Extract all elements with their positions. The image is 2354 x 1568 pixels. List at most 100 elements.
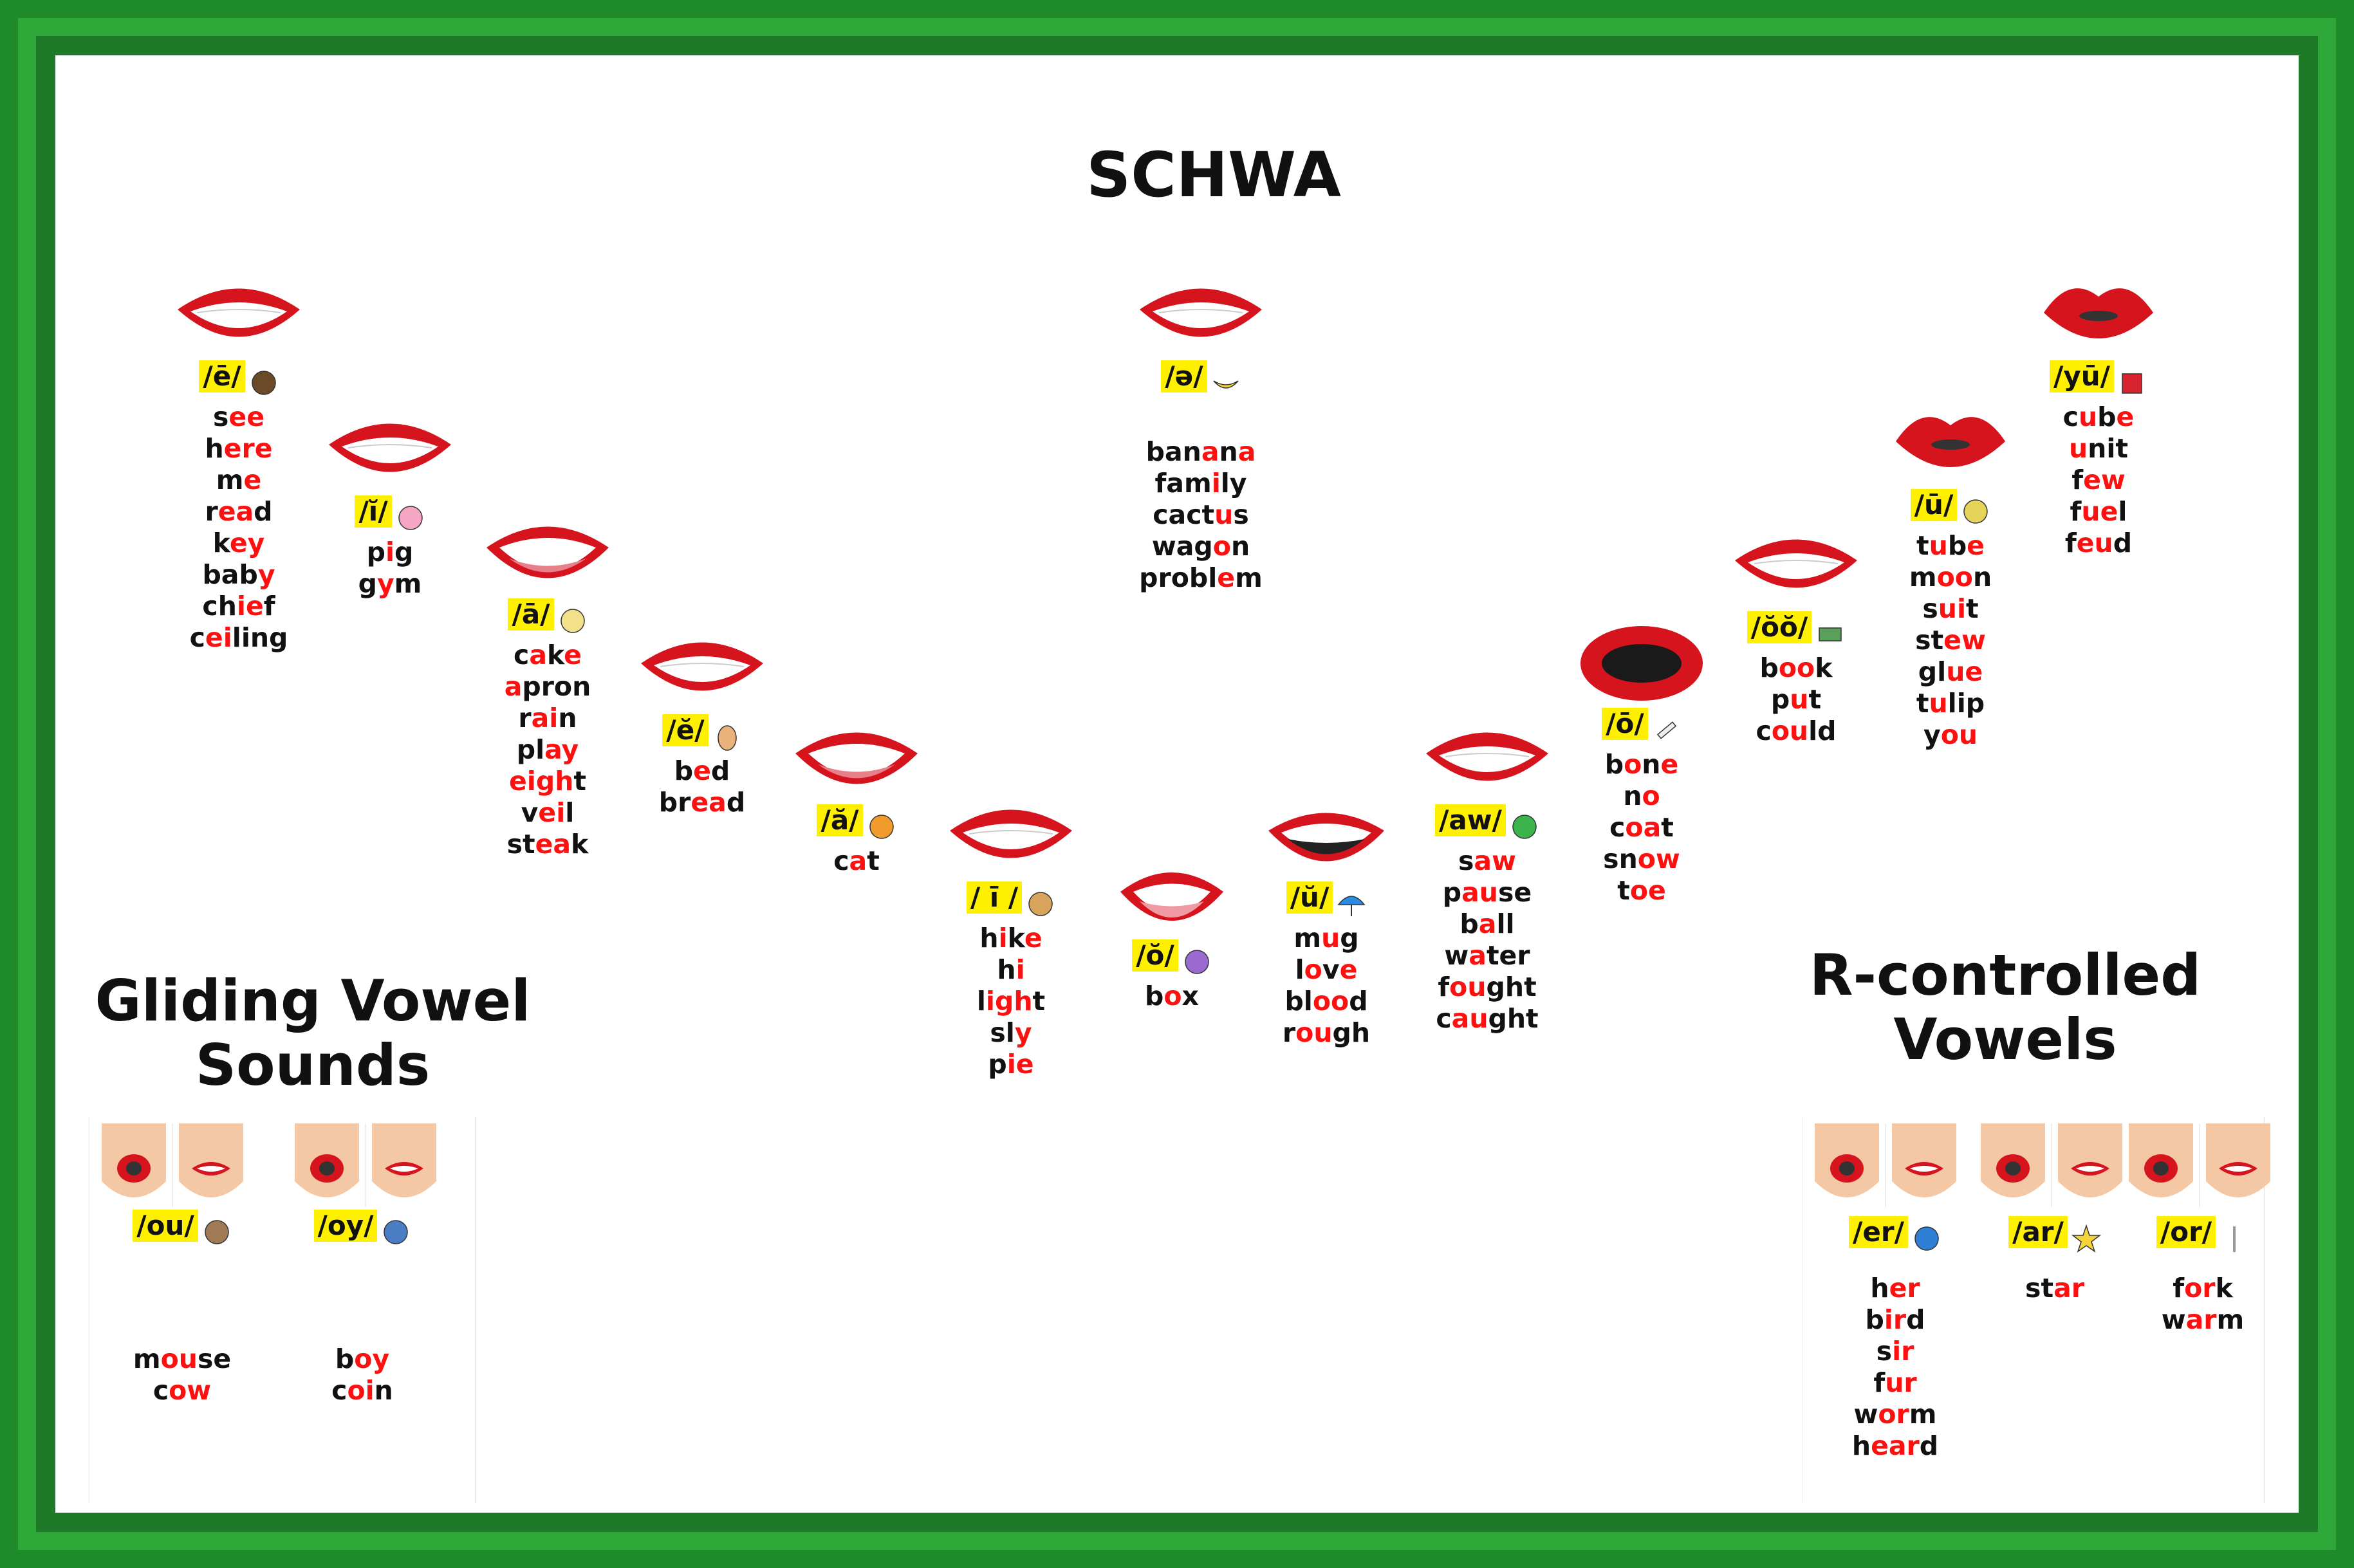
word-part: w <box>1853 1398 1878 1430</box>
word-part: ld <box>1808 715 1837 746</box>
sound-label-row: /ū/ <box>1877 489 2025 526</box>
mouth-icon <box>165 274 313 358</box>
word-vowel-part: ie <box>1006 1048 1034 1080</box>
word: boy <box>288 1343 436 1375</box>
word-part: x <box>1182 980 1199 1011</box>
word-part: b <box>1759 652 1779 683</box>
vowel-card-ar: /ar/star <box>1981 1213 2129 1304</box>
mouse-icon <box>198 1219 232 1244</box>
word-part: fam <box>1154 467 1212 499</box>
word: problem <box>1127 562 1275 594</box>
sound-label-row: /oy/ <box>288 1210 436 1247</box>
word-part: h <box>205 432 224 464</box>
word-vowel-part: u <box>2068 432 2088 464</box>
sound-label-row: /ar/ <box>1981 1216 2129 1253</box>
word: play <box>474 734 622 766</box>
word-part: d <box>1919 1430 1939 1461</box>
word-part: k <box>571 828 589 860</box>
word: bread <box>628 787 776 818</box>
ball-icon <box>1506 814 1539 839</box>
word-part: t <box>1916 530 1929 561</box>
word-part: c <box>1756 715 1772 746</box>
word-vowel-part: ir <box>1884 1304 1907 1335</box>
word-part: s <box>1458 845 1474 876</box>
word-vowel-part: e <box>1217 562 1236 593</box>
face-icon <box>288 1123 443 1210</box>
word-vowel-part: ew <box>1943 624 1986 656</box>
word-part: d <box>1349 985 1368 1017</box>
word-vowel-part: ei <box>205 622 232 653</box>
word-part: t <box>1916 687 1929 719</box>
word: snow <box>1568 844 1716 875</box>
word-vowel-part: oa <box>1625 811 1662 843</box>
word: glue <box>1877 656 2025 688</box>
word-part: st <box>506 828 535 860</box>
word-part: t <box>1617 874 1630 906</box>
word: warm <box>2129 1304 2277 1336</box>
word-part: m <box>216 464 244 495</box>
word-part: b <box>1947 530 1967 561</box>
eagle-icon <box>245 370 279 395</box>
sound-label-row: /ō/ <box>1568 708 1716 745</box>
word-part: ban <box>1145 436 1201 467</box>
mouth-icon <box>2025 274 2173 358</box>
word: box <box>1098 981 1246 1012</box>
word-vowel-part: ir <box>1892 1335 1914 1367</box>
ice-cream-icon <box>1022 891 1055 916</box>
sound-label: /ŭ/ <box>1286 881 1333 914</box>
mouth-icon <box>1877 403 2025 486</box>
word-vowel-part: ou <box>160 1343 198 1374</box>
sound-label-row: /ou/ <box>108 1210 256 1247</box>
word-part: f <box>2070 495 2082 527</box>
word-part: f <box>1873 1367 1886 1398</box>
word-vowel-part: o <box>1642 780 1660 811</box>
word-vowel-part: e <box>2116 401 2135 432</box>
cube-icon <box>2114 373 2147 394</box>
word-part: bl <box>1284 985 1313 1017</box>
word-list: star <box>1981 1273 2129 1304</box>
sound-label: /ar/ <box>2008 1216 2068 1248</box>
word-vowel-part: eu <box>2076 527 2113 558</box>
word-vowel-part: y <box>1014 1017 1032 1048</box>
sound-label: /ē/ <box>199 360 245 392</box>
word: fork <box>2129 1273 2277 1304</box>
word-part: l <box>2118 495 2127 527</box>
word-part: l <box>1295 954 1304 985</box>
word-part: st <box>2025 1272 2054 1304</box>
word-part: gh <box>1332 1017 1371 1048</box>
word-vowel-part: i <box>998 922 1008 954</box>
mouth-icon <box>1413 718 1561 802</box>
word-vowel-part: aw <box>1474 845 1516 876</box>
word-part: v <box>521 797 539 828</box>
word-part: ght <box>1486 971 1537 1002</box>
word-vowel-part: au <box>1461 876 1498 908</box>
word-part: s <box>212 401 229 432</box>
rcontrolled-title-line2: Vowels <box>1893 1006 2117 1073</box>
word-vowel-part: ou <box>1449 971 1487 1002</box>
word-part: t <box>1966 593 1979 624</box>
word-part: d <box>710 755 730 786</box>
word: veil <box>474 797 622 829</box>
word: pig <box>316 537 464 568</box>
word-part: st <box>1915 624 1944 656</box>
word-part: ly <box>1220 467 1247 499</box>
word: baby <box>165 559 313 591</box>
sound-label-row: /ŏ/ <box>1098 939 1246 977</box>
fork-icon <box>2216 1226 2249 1252</box>
word-part: c <box>1609 811 1626 843</box>
word-part: n <box>1623 780 1642 811</box>
sound-label: /aw/ <box>1435 804 1506 836</box>
gliding-title-line2: Sounds <box>195 1032 431 1098</box>
word-vowel-part: ou <box>1771 715 1809 746</box>
word-vowel-part: a <box>1478 908 1497 939</box>
